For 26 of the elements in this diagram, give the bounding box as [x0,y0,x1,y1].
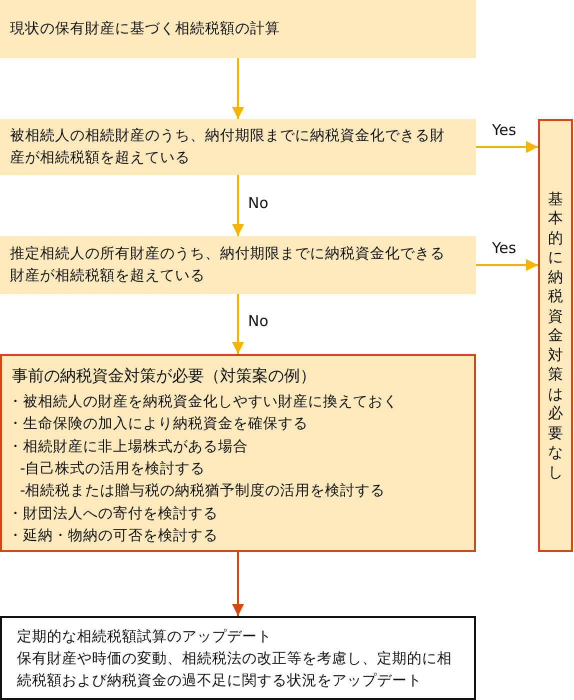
sub-item: -相続税または贈与税の納税猶予制度の活用を検討する [20,482,386,500]
box-text: 現状の保有財産に基づく相続税額の計算 [10,20,281,39]
box-heading: 事前の納税資金対策が必要（対策案の例） [12,366,316,387]
box-text: 被相続人の相続財産のうち、納付期限までに納税資金化できる財産が相続税額を超えている [10,126,446,168]
list-item: ・財団法人への寄付を検討する [8,504,218,522]
box-text: 推定相続人の所有財産のうち、納付期限までに納税資金化できる財産が相続税額を超えている [10,244,446,286]
update-box [0,616,476,700]
list-item: ・延納・物納の可否を検討する [8,526,218,545]
arrow [232,175,244,236]
list-item: ・相続財産に非上場株式がある場合 [8,438,248,456]
arrow [232,552,244,616]
arrow [476,141,538,153]
process-box [0,119,476,175]
result-box [538,119,573,552]
arrow [476,259,538,271]
list-item: ・被相続人の財産を納税資金化しやすい財産に換えておく [8,392,398,411]
box-heading: 定期的な相続税額試算のアップデート [17,628,273,647]
box-text: 基本的に納税資金対策は必要なし [548,189,564,482]
sub-item: -自己株式の活用を検討する [20,460,206,478]
process-box [0,0,476,58]
list-item: ・生命保険の加入により納税資金を確保する [8,415,308,434]
arrow [232,58,244,119]
process-box [0,236,476,294]
box-text: 保有財産や時価の変動、相続税法の改正等を考慮し、定期的に相続税額および納税資金の過不足に関する状況をアップデート [17,650,453,691]
measures-box [0,354,476,552]
arrow [232,294,244,354]
